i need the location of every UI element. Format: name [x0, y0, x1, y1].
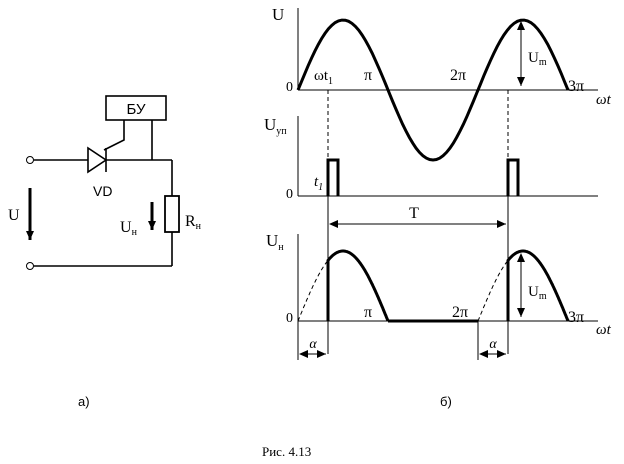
bottom-amplitude-label: Um — [528, 284, 547, 302]
top-amplitude-label: Um — [528, 50, 547, 68]
gate-wire — [103, 120, 125, 151]
circuit-diagram: БУ VD U Uн Rн — [8, 95, 202, 270]
control-unit-label: БУ — [126, 101, 145, 118]
load-voltage-curve-2 — [506, 249, 570, 322]
top-origin-label: 0 — [286, 80, 293, 95]
load-voltage-graph: Uн 0 π 2π 3π ωt Um α α — [266, 231, 612, 360]
top-pi-label: π — [364, 67, 372, 84]
caption-part-a: а) — [78, 394, 90, 409]
top-x-axis-label: ωt — [596, 92, 612, 108]
middle-origin-label: 0 — [286, 187, 293, 202]
waveform-graphs: U 0 ωt1 π 2π 3π ωt Um Uуп 0 t1 T — [264, 5, 612, 360]
load-resistor-icon — [164, 195, 180, 233]
period-label: T — [409, 205, 419, 222]
control-pulse-graph: Uуп 0 t1 — [264, 115, 598, 202]
alpha-label-1: α — [309, 337, 317, 352]
load-resistor-label: Rн — [185, 213, 202, 232]
thyristor-icon — [87, 146, 108, 174]
diode-label: VD — [93, 183, 112, 199]
supply-voltage-graph: U 0 ωt1 π 2π 3π ωt Um — [272, 5, 612, 162]
input-terminal-top — [26, 156, 34, 164]
bottom-x-axis-label: ωt — [596, 322, 612, 338]
blocked-portion-2 — [477, 260, 509, 322]
input-voltage-label: U — [8, 207, 20, 224]
top-3pi-label: 3π — [568, 78, 584, 95]
bottom-y-label: Uн — [266, 231, 284, 253]
supply-voltage-curve — [296, 18, 570, 162]
bottom-3pi-label: 3π — [568, 309, 584, 326]
figure-caption: Рис. 4.13 — [262, 444, 311, 459]
alpha-label-2: α — [489, 337, 497, 352]
control-pulse-2 — [506, 158, 520, 196]
top-wt1-label: ωt1 — [314, 68, 333, 87]
bottom-pi-label: π — [364, 304, 372, 321]
top-y-label: U — [272, 5, 284, 24]
control-unit-box — [105, 95, 167, 121]
top-2pi-label: 2π — [450, 67, 466, 84]
control-pulse-1 — [326, 158, 340, 196]
input-terminal-bottom — [26, 262, 34, 270]
load-voltage-label: Uн — [120, 219, 138, 238]
caption-part-b: б) — [440, 394, 452, 409]
bottom-origin-label: 0 — [286, 311, 293, 326]
middle-y-label: Uуп — [264, 115, 287, 137]
bottom-2pi-label: 2π — [452, 304, 468, 321]
blocked-portion-1 — [297, 260, 329, 322]
t1-label: t1 — [314, 174, 323, 193]
load-voltage-curve-1 — [326, 249, 390, 322]
